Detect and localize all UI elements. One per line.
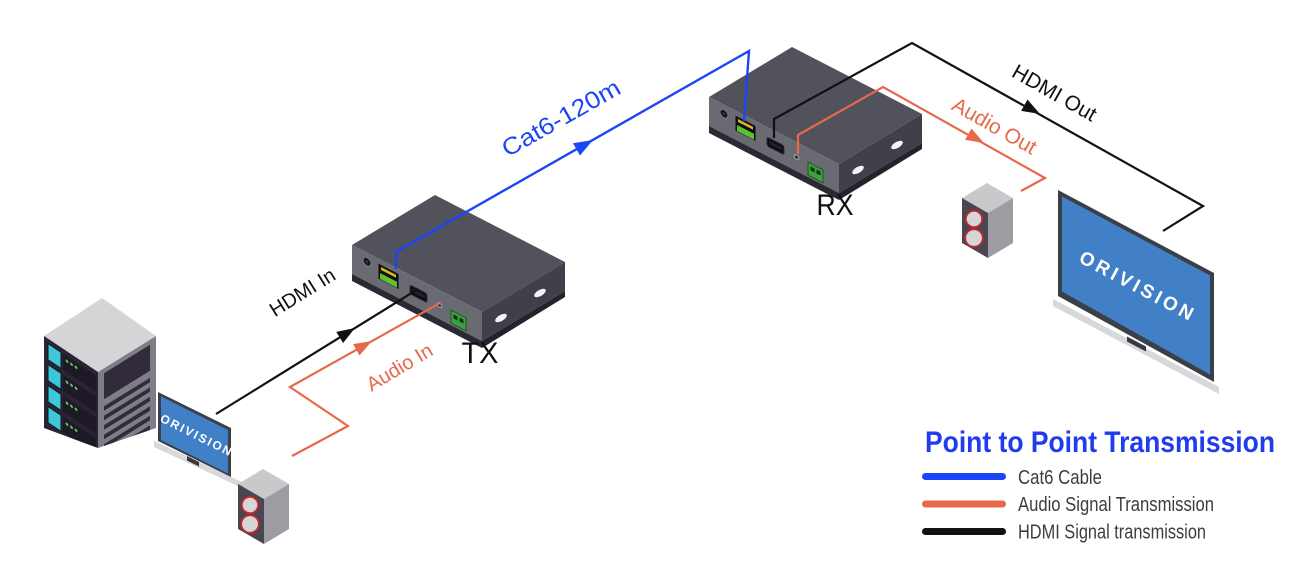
rx-device bbox=[708, 46, 923, 201]
cat6-cable bbox=[394, 48, 751, 269]
hdmi-in-arrow-icon bbox=[336, 328, 355, 343]
display-monitor: ORIVISION bbox=[1053, 190, 1219, 394]
tx-label: TX bbox=[462, 337, 499, 370]
legend-swatch-hdmi bbox=[922, 528, 1006, 535]
monitor-stand bbox=[187, 456, 199, 467]
rx-label: RX bbox=[817, 189, 854, 222]
legend-label-audio: Audio Signal Transmission bbox=[1018, 494, 1214, 516]
audio-in-label: Audio In bbox=[363, 340, 437, 397]
hdmi-out-label: HDMI Out bbox=[1008, 60, 1101, 126]
source-monitor: ORIVISION bbox=[154, 392, 242, 488]
legend-swatch-cat6 bbox=[922, 473, 1006, 480]
audio-out-arrow-icon bbox=[965, 128, 984, 143]
rack-drive-bay bbox=[47, 342, 96, 448]
drive-tray-teal bbox=[47, 384, 62, 412]
legend-title: Point to Point Transmission bbox=[925, 426, 1275, 459]
legend: Point to Point Transmission Cat6 Cable A… bbox=[922, 426, 1275, 544]
drive-led-icons bbox=[65, 359, 78, 433]
drive-tray-teal bbox=[47, 363, 62, 391]
hdmi-in-label: HDMI In bbox=[266, 264, 340, 322]
drive-tray-teal bbox=[47, 405, 62, 433]
cat6-cable-label: Cat6-120m bbox=[497, 74, 625, 162]
audio-in-arrow-icon bbox=[353, 341, 372, 356]
source-speaker bbox=[237, 468, 290, 545]
rack-top-face bbox=[44, 298, 156, 372]
tx-device bbox=[351, 194, 566, 349]
monitor-screen bbox=[161, 396, 228, 474]
monitor-screen bbox=[1062, 196, 1210, 375]
server-rack bbox=[44, 298, 156, 448]
legend-swatch-audio bbox=[922, 500, 1006, 508]
drive-tray-teal bbox=[47, 342, 62, 370]
legend-label-cat6: Cat6 Cable bbox=[1018, 467, 1102, 489]
monitor-stand bbox=[1127, 336, 1146, 352]
hdmi-out-cable bbox=[772, 41, 1206, 232]
cat6-arrow-icon bbox=[573, 140, 593, 156]
legend-label-hdmi: HDMI Signal transmission bbox=[1018, 522, 1206, 544]
output-speaker bbox=[961, 182, 1014, 259]
audio-out-cable bbox=[796, 85, 1048, 192]
hdmi-in-cable bbox=[215, 288, 419, 415]
rack-vent-panel bbox=[104, 344, 150, 448]
monitor-base bbox=[1053, 299, 1219, 394]
hdmi-out-arrow-icon bbox=[1021, 99, 1040, 114]
